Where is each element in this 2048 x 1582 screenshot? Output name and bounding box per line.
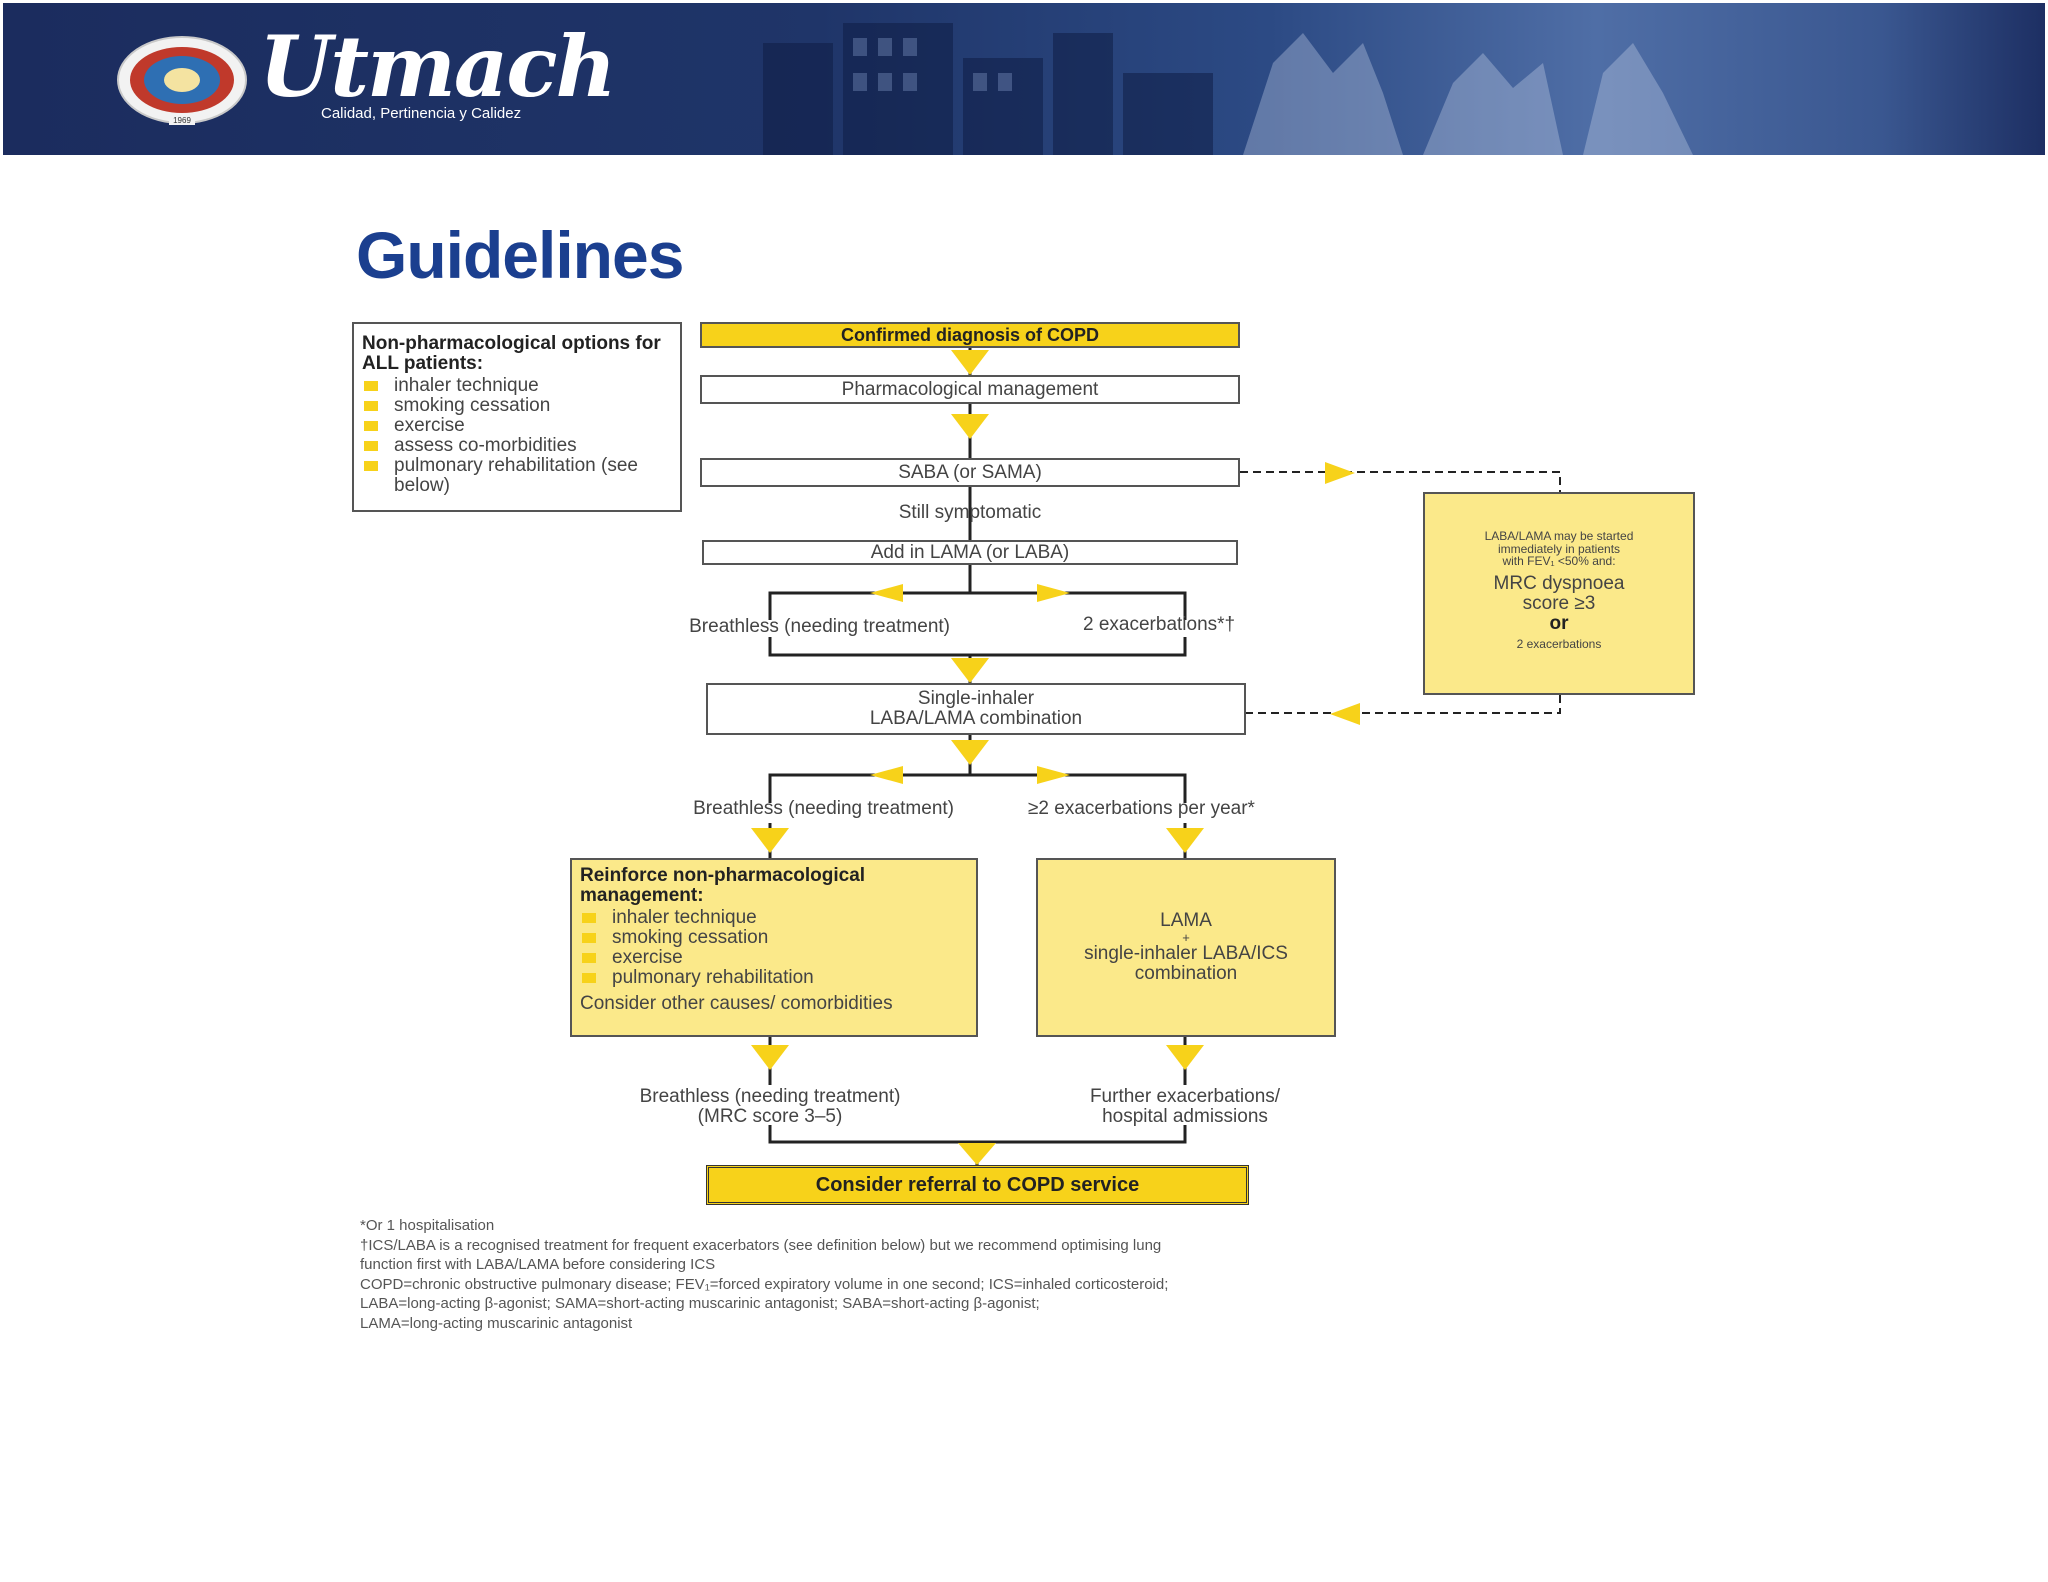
connector-lines [768,347,1187,1165]
breathless-mrc-label: Breathless (needing treatment) (MRC scor… [580,1087,960,1127]
side-note-or: or [1549,612,1569,634]
confirmed-diagnosis-box: Confirmed diagnosis of COPD [700,322,1240,348]
lama-line3: single-inhaler LABA/ICS [1084,943,1288,965]
guidelines-title: Guidelines [356,222,684,288]
side-note-line7: 2 exacerbations [1516,636,1602,651]
exacerbations-label-1: 2 exacerbations*† [1083,614,1236,635]
lama-laba-ics-box: LAMA + single-inhaler LABA/ICS combinati… [1036,858,1336,1037]
reinforce-list: inhaler technique smoking cessation exer… [580,907,968,988]
footnote-line: COPD=chronic obstructive pulmonary disea… [360,1275,1169,1293]
lama-line1: LAMA [1160,909,1212,931]
side-note-line2: immediately in patients [1497,541,1621,556]
non-pharm-item: assess co-morbidities [362,435,672,456]
campus-background-image [763,23,1693,155]
header-banner: 1969 Utmach Calidad, Pertinencia y Calid… [3,3,2045,155]
further-line2: hospital admissions [1102,1105,1268,1127]
brand-tagline: Calidad, Pertinencia y Calidez [321,105,522,122]
reinforce-heading: Reinforce non-pharmacological management… [580,865,866,906]
guidelines-title-text: Guidelines [356,218,684,292]
non-pharm-item: inhaler technique [362,375,672,396]
single-inhaler-laba-lama-box: Single-inhaler LABA/LAMA combination [706,683,1246,735]
footnote-line: function first with LABA/LAMA before con… [360,1256,716,1273]
referral-box: Consider referral to COPD service [706,1165,1249,1205]
add-lama-box: Add in LAMA (or LABA) [702,540,1238,565]
side-note-line1: LABA/LAMA may be started [1484,529,1634,543]
reinforce-item: exercise [580,947,968,968]
further-line1: Further exacerbations/ [1089,1086,1281,1107]
side-note-line5: score ≥3 [1522,592,1596,614]
breathless-label-1: Breathless (needing treatment) [689,616,950,637]
non-pharm-list: inhaler technique smoking cessation exer… [362,375,672,496]
footnote-line: LAMA=long-acting muscarinic antagonist [360,1314,633,1332]
pharmacological-management-box: Pharmacological management [700,375,1240,404]
footnote-line: *Or 1 hospitalisation [360,1217,495,1234]
side-note-line4: MRC dyspnoea [1493,572,1625,594]
still-symptomatic-label: Still symptomatic [898,502,1042,523]
footnotes: *Or 1 hospitalisation †ICS/LABA is a rec… [360,1216,1580,1333]
further-exacerbations-label: Further exacerbations/ hospital admissio… [1030,1087,1340,1127]
non-pharm-item: pulmonary rehabilitation (see below) [362,455,672,496]
non-pharm-item: exercise [362,415,672,436]
non-pharm-item: smoking cessation [362,395,672,416]
lama-line4: combination [1134,963,1238,985]
reinforce-item: pulmonary rehabilitation [580,967,968,988]
brand-wordmark: Utmach [259,17,617,116]
non-pharm-heading: Non-pharmacological options for ALL pati… [362,333,661,374]
yellow-arrowheads [751,350,1360,1165]
exacerbations-per-year-label: ≥2 exacerbations per year* [1028,798,1255,819]
footnote-line: †ICS/LABA is a recognised treatment for … [360,1236,1162,1254]
consider-other-causes: Consider other causes/ comorbidities [580,992,893,1014]
single-inhaler-line2: LABA/LAMA combination [869,708,1083,729]
seal-year-text: 1969 [173,116,191,125]
breathless-mrc-line1: Breathless (needing treatment) [639,1086,901,1107]
reinforce-management-box: Reinforce non-pharmacological management… [570,858,978,1037]
non-pharmacological-options-panel: Non-pharmacological options for ALL pati… [352,322,682,512]
footnote-line: LABA=long-acting β-agonist; SAMA=short-a… [360,1295,1040,1312]
breathless-mrc-line2: (MRC score 3–5) [697,1105,843,1127]
single-inhaler-line1: Single-inhaler [917,688,1035,710]
reinforce-item: smoking cessation [580,927,968,948]
laba-lama-side-note: LABA/LAMA may be started immediately in … [1423,492,1695,695]
saba-box: SABA (or SAMA) [700,458,1240,487]
university-seal-logo: 1969 [117,36,247,125]
reinforce-item: inhaler technique [580,907,968,928]
side-note-line3: with FEV₁ <50% and: [1502,554,1616,569]
lama-line2: + [1182,929,1190,945]
breathless-label-2: Breathless (needing treatment) [693,798,954,819]
